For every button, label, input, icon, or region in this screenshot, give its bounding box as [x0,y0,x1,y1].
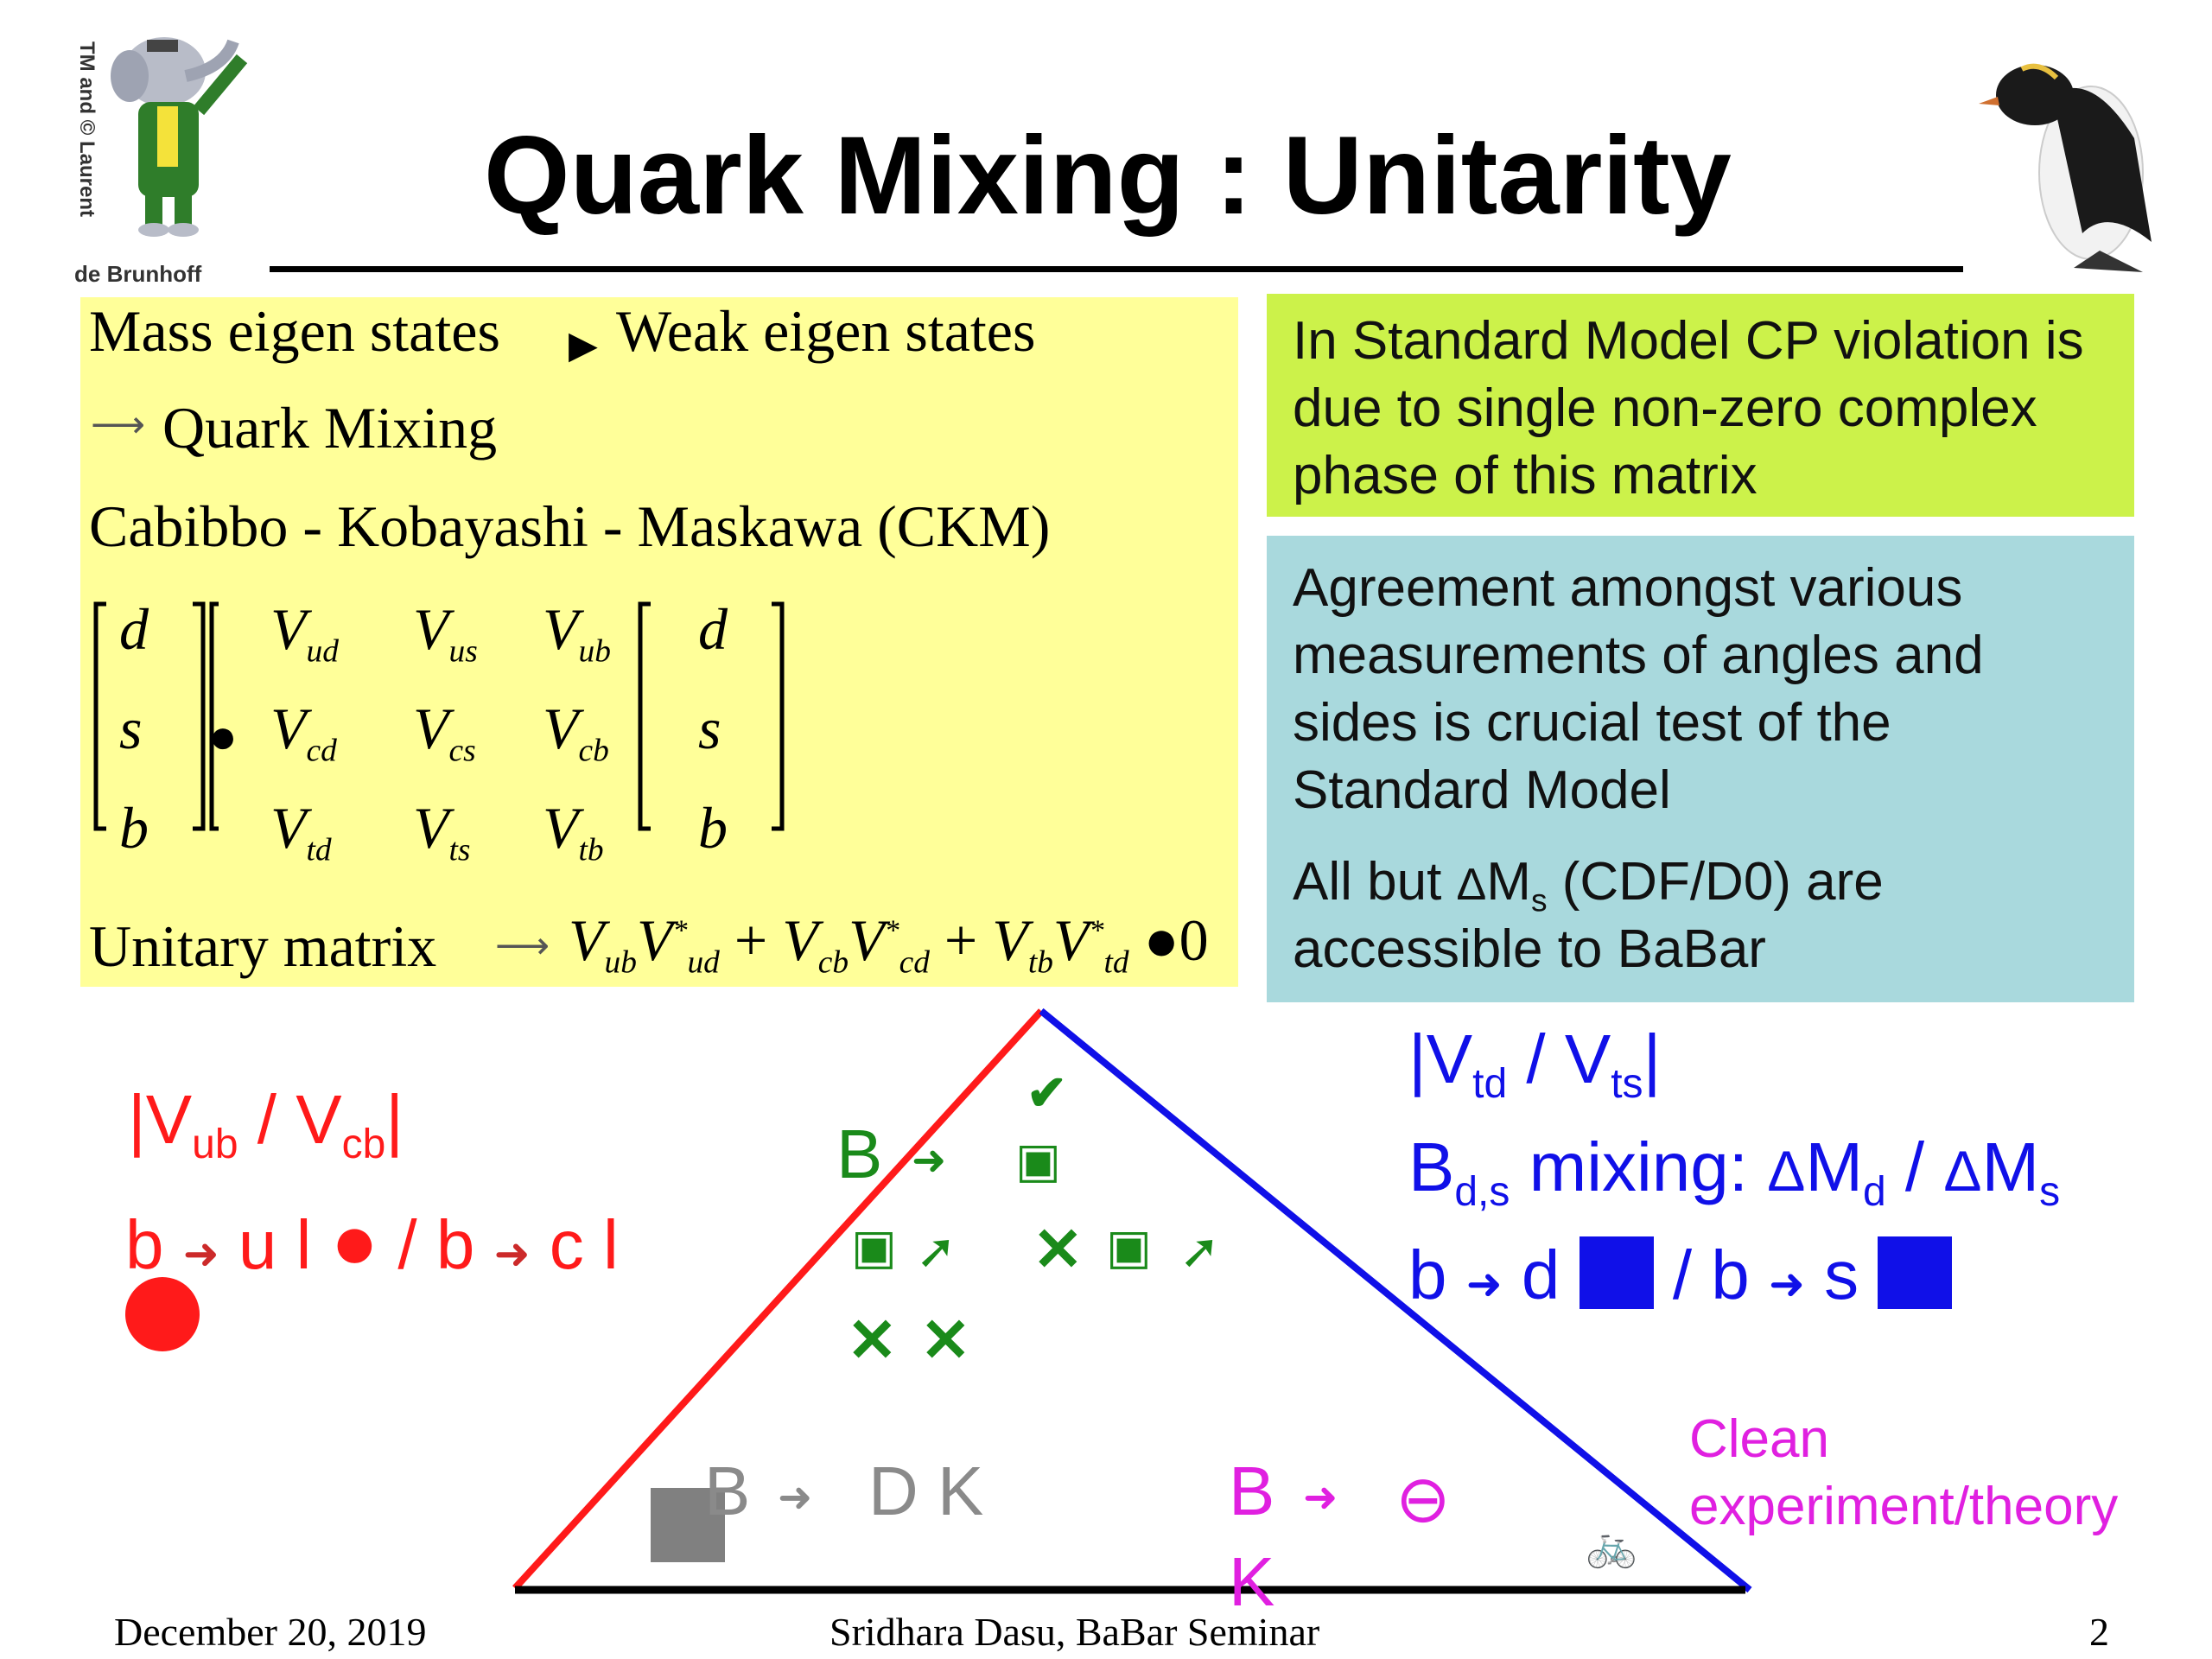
arrow-glyph-icon: ➜ [493,1230,531,1278]
mass-eigen-label: Mass eigen states [89,298,500,364]
agreement-line-1: Agreement amongst various [1293,558,1963,618]
pi-plus-icon: ▣ [1015,1133,1061,1187]
vub-vcb-ratio: |Vub / Vcb| [128,1081,404,1167]
matrix-d-right: d [698,596,728,662]
bottom-right-k: K [1229,1543,1275,1620]
page-title: Quark Mixing : Unitarity [484,114,1732,238]
agreement-panel: Agreement amongst various measurements o… [1267,536,2134,1002]
dot-equals-icon: ● [208,709,238,763]
arrow-glyph-icon: ▶ [569,324,598,366]
arrow-glyph-icon: ➜ [1769,1260,1805,1308]
arrow-glyph-icon: ➜ [1303,1475,1338,1521]
quark-mixing-label: Quark Mixing [162,395,498,461]
arrow-glyph-icon: ➜ [1465,1260,1503,1308]
pi-plus-icon: ▣ [851,1219,897,1274]
matrix-s-right: s [698,696,721,761]
gray-square-icon [651,1488,725,1562]
unitary-matrix-label: Unitary matrix [89,913,437,979]
gamma-square-icon [1878,1236,1953,1309]
triangle-top-b: B [836,1116,883,1192]
pi-plus-icon: ▣ [1106,1219,1152,1274]
babar-elephant-logo [104,24,259,249]
cross-icon: ✕ [847,1306,898,1374]
nu-dot-icon: ● [330,1198,379,1286]
cp-violation-panel: In Standard Model CP violation is due to… [1267,294,2134,517]
agreement-line-3: sides is crucial test of the [1293,693,1891,753]
triangle-blue-side [1039,1007,1752,1593]
arrow-glyph-icon: ➜ [778,1475,813,1521]
footer-date: December 20, 2019 [114,1610,427,1654]
matrix-s-left: s [119,696,143,761]
matrix-vus: Vus [413,596,478,670]
right-bracket-icon [638,601,785,831]
matrix-b-left: b [119,795,149,861]
matrix-vcd: Vcd [270,696,337,769]
delta-icon: Δ [1943,1139,1982,1203]
cp-line-1: In Standard Model CP violation is [1293,311,2084,371]
title-underline [270,266,1963,272]
agreement-line-6: accessible to BaBar [1293,919,1766,979]
cp-line-3: phase of this matrix [1293,446,1758,505]
nu-dot-icon-2 [125,1277,200,1351]
clean-label-2: experiment/theory [1689,1477,2119,1536]
agreement-line-2: measurements of angles and [1293,626,1984,685]
bds-mixing-label: Bd,s mixing: ΔMd / ΔMs [1408,1128,2061,1215]
pi-minus-icon: ➚ [1179,1224,1220,1278]
ckm-label: Cabibbo - Kobayashi - Maskawa (CKM) [89,493,1051,559]
bottom-right-b: B [1229,1452,1275,1529]
left-bracket-icon [93,601,219,831]
vtd-vts-ratio: |Vtd / Vts| [1408,1020,1662,1107]
arrow-glyph-icon: ➜ [912,1138,947,1184]
check-icon: ✔ [1027,1065,1067,1120]
arrow-glyph-icon: ➜ [182,1230,219,1278]
cross-icon: ✕ [920,1306,971,1374]
pi-minus-icon: ➚ [916,1224,957,1278]
b-to-ul-decay: b ➜ u l ● / b ➜ c l [125,1198,619,1286]
gamma-square-icon [1579,1236,1654,1309]
clean-label-1: Clean [1689,1409,1829,1469]
delta-icon: Δ [1767,1139,1806,1203]
ckm-yellow-panel: Mass eigen states ▶ Weak eigen states ⟶ … [80,297,1238,987]
penguin-image [1970,35,2186,276]
matrix-vts: Vts [413,795,471,868]
credit-bottom: de Brunhoff [74,261,202,287]
weak-eigen-label: Weak eigen states [616,298,1036,364]
implies-icon: ⟶ [91,404,146,446]
cp-line-2: due to single non-zero complex [1293,378,2037,438]
minus-circle-icon: ⊖ [1395,1463,1451,1536]
triangle-red-side [512,1008,1044,1591]
unitarity-expression: VubV*ud + VcbV*cd + VtbV*td ●0 [569,907,1209,981]
delta-icon: Δ [1456,860,1487,910]
matrix-vub: Vub [543,596,611,670]
footer-page-number: 2 [2089,1610,2109,1654]
footer-presenter: Sridhara Dasu, BaBar Seminar [830,1610,1320,1654]
matrix-vcs: Vcs [413,696,476,769]
bottom-left-dk: D K [868,1452,984,1529]
b-to-d-decay: b ➜ d / b ➜ s [1408,1236,1953,1315]
bottom-left-b: B [704,1452,751,1529]
matrix-b-right: b [698,795,728,861]
bicycle-icon: 🚲 [1586,1523,1637,1569]
matrix-vcb: Vcb [543,696,609,769]
agreement-line-5: All but ΔMs (CDF/D0) are [1293,852,1884,918]
matrix-d-left: d [119,596,149,662]
matrix-vtd: Vtd [270,795,332,868]
agreement-line-4: Standard Model [1293,760,1671,820]
matrix-vud: Vud [270,596,339,670]
cross-icon: ✕ [1033,1216,1084,1283]
matrix-vtb: Vtb [543,795,604,868]
implies-icon-2: ⟶ [495,925,550,967]
